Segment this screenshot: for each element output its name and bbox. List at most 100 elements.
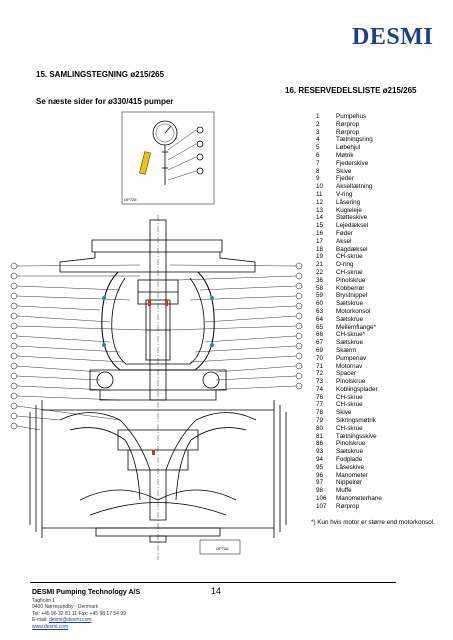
part-number: 2: [316, 120, 320, 128]
part-number: 5: [316, 144, 320, 152]
part-name: Brystnippel: [336, 292, 368, 300]
part-number: 96: [316, 471, 324, 479]
address-line: Tagholm 1: [32, 598, 56, 604]
part-name: Sætskrue: [336, 315, 363, 323]
part-number: 17: [316, 237, 324, 245]
part-name: Sætskrue: [336, 448, 363, 456]
part-row: 9 Fjeder: [316, 175, 448, 183]
part-number: 9: [316, 175, 320, 183]
part-number: 7: [316, 159, 320, 167]
part-name: Kobberrør: [336, 284, 365, 292]
part-name: Tætningsskive: [336, 432, 377, 440]
part-number: 22: [316, 268, 324, 276]
part-name: Sætskrue: [336, 300, 363, 308]
part-name: Motorkonsol: [336, 307, 371, 315]
part-name: Bagdæksel: [336, 245, 368, 253]
part-row: 96 Manometer: [316, 472, 448, 480]
part-name: Nippelrør: [336, 479, 362, 487]
part-name: Koblingsplader: [336, 385, 378, 393]
part-row: 94 Fodplade: [316, 456, 448, 464]
assembly-drawing: OP726 OP726: [10, 111, 303, 560]
email-line: E-mail: desmi@desmi.com: [32, 617, 126, 623]
part-name: CH-skrue: [336, 401, 363, 409]
part-name: CH-skrue: [336, 253, 363, 261]
part-name: Pinolskrue: [336, 378, 366, 386]
part-number: 63: [316, 307, 324, 315]
part-number: 76: [316, 393, 324, 401]
part-number: 10: [316, 183, 324, 191]
part-name: Låsering: [336, 198, 361, 206]
part-number: 19: [316, 253, 324, 261]
part-name: Møtrik: [336, 151, 354, 159]
part-name: Skive: [336, 409, 352, 417]
part-name: Lejedæksel: [336, 222, 369, 230]
part-name: Spacer: [336, 370, 356, 378]
website-link[interactable]: www.desmi.com: [32, 623, 69, 630]
part-number: 58: [316, 284, 324, 292]
part-row: 10 Akseltætning: [316, 183, 448, 191]
part-name: Sætskrue: [336, 339, 363, 347]
part-row: 93 Sætskrue: [316, 448, 448, 456]
part-name: CH-skrue: [336, 424, 363, 432]
parts-footnote: *) Kun hvis motor er større end motorkon…: [311, 519, 435, 526]
part-number: 11: [316, 190, 323, 198]
footer-divider: [30, 582, 396, 583]
part-number: 64: [316, 315, 324, 323]
part-name: Akseltætning: [336, 183, 373, 191]
part-number: 6: [316, 151, 320, 159]
part-name: CH-skrue: [336, 393, 363, 401]
part-name: Manometer: [336, 471, 368, 479]
part-name: Kugleleje: [336, 206, 362, 214]
company-name: DESMI Pumping Technology A/S: [32, 589, 141, 596]
part-name: Skærm: [336, 346, 357, 354]
part-number: 93: [316, 448, 324, 456]
email-link[interactable]: desmi@desmi.com: [48, 617, 92, 624]
part-name: Rørprop: [336, 120, 360, 128]
part-name: Støtteskive: [336, 214, 368, 222]
part-row: 2 Rørprop: [316, 121, 448, 129]
part-name: Manometerhane: [336, 495, 382, 503]
part-number: 18: [316, 245, 324, 253]
part-name: Skive: [336, 167, 352, 175]
part-row: 64 Sætskrue: [316, 316, 448, 324]
part-row: 78 Skive: [316, 409, 448, 417]
part-number: 77: [316, 401, 324, 409]
part-row: 63 Motorkonsol: [316, 308, 448, 316]
part-number: 60: [316, 300, 324, 308]
part-number: 78: [316, 409, 324, 417]
part-row: 77 CH-skrue: [316, 401, 448, 409]
part-name: Mellemflange*: [336, 323, 376, 331]
part-row: 58 Kobberrør: [316, 285, 448, 293]
part-row: 76 CH-skrue: [316, 394, 448, 402]
part-number: 72: [316, 370, 324, 378]
part-number: 4: [316, 136, 320, 144]
part-name: Fodplade: [336, 456, 363, 464]
part-number: 79: [316, 417, 324, 425]
email-label: E-mail:: [32, 617, 49, 624]
part-number: 21: [316, 261, 324, 269]
spare-parts-title: 16. RESERVEDELSLISTE ø215/265: [285, 86, 417, 95]
part-number: 94: [316, 456, 324, 464]
part-name: Fjeder: [336, 175, 354, 183]
